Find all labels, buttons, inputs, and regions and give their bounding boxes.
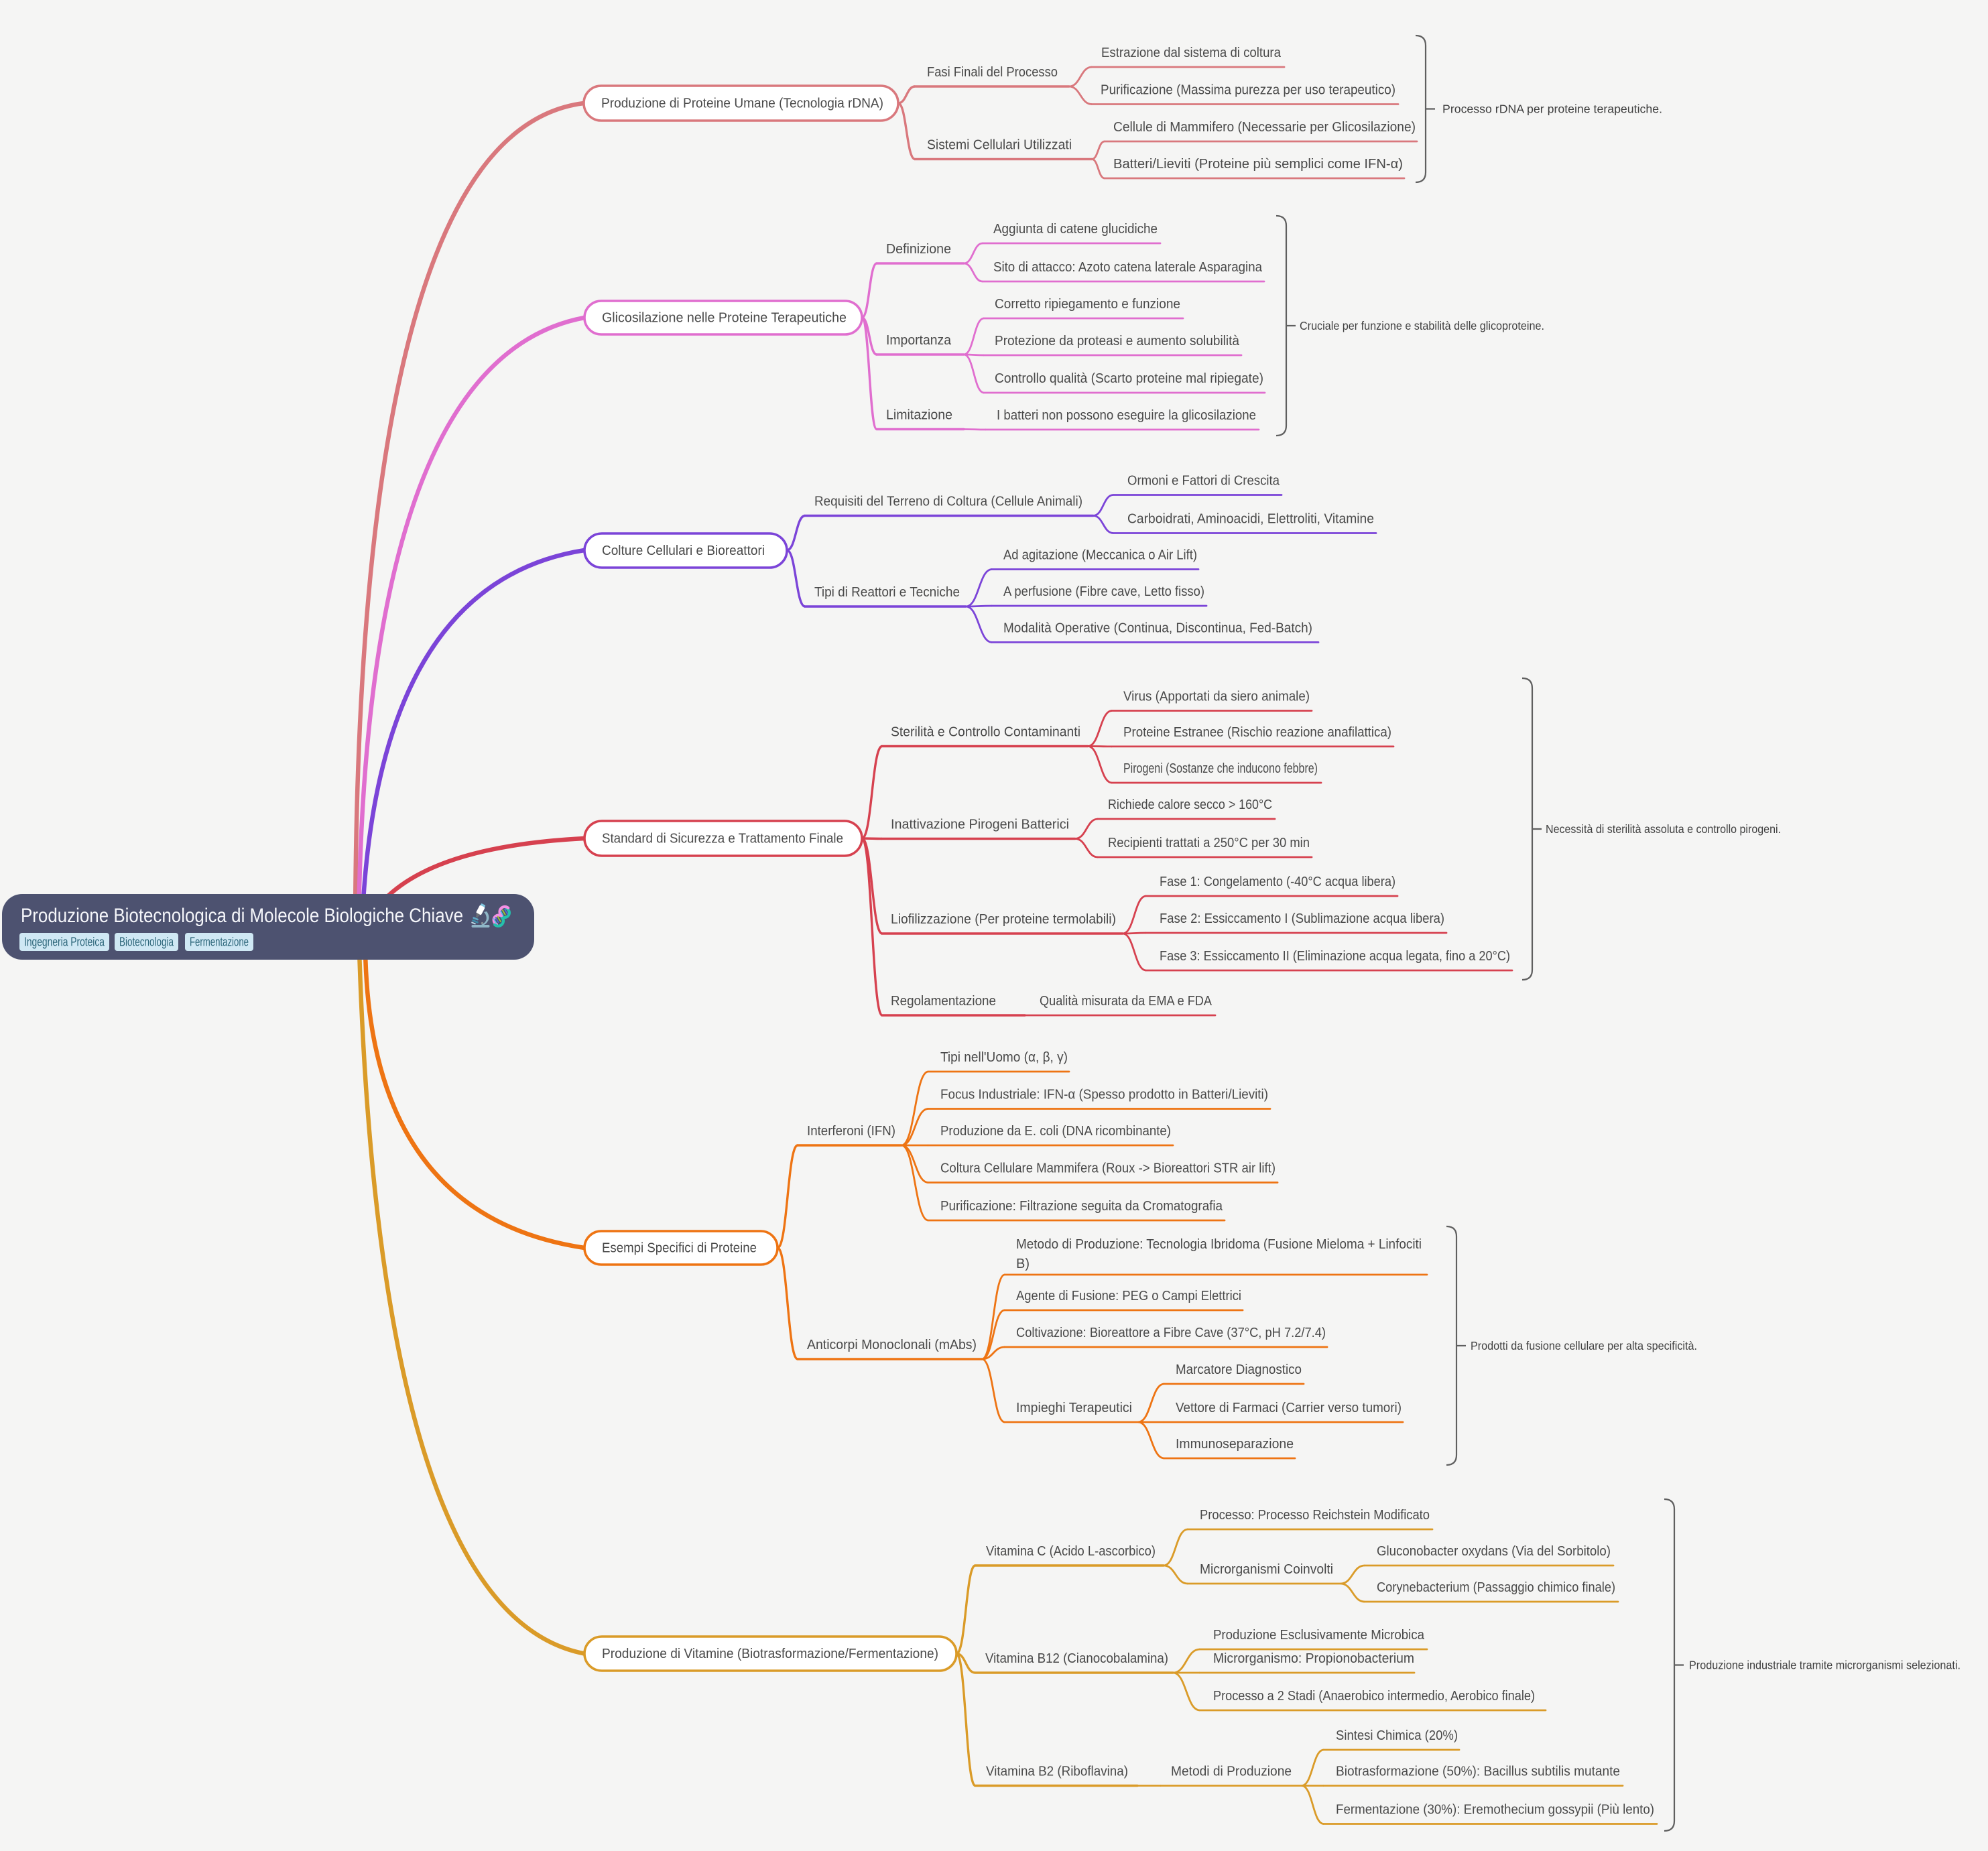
svg-text:Purificazione: Filtrazione seg: Purificazione: Filtrazione seguita da Cr… (940, 1199, 1223, 1214)
svg-text:Liofilizzazione (Per proteine: Liofilizzazione (Per proteine termolabil… (891, 912, 1116, 927)
svg-text:Produzione di Proteine Umane (: Produzione di Proteine Umane (Tecnologia… (601, 97, 883, 111)
svg-text:Microrganismi Coinvolti: Microrganismi Coinvolti (1200, 1562, 1333, 1577)
svg-text:Inattivazione Pirogeni Batteri: Inattivazione Pirogeni Batterici (891, 818, 1069, 832)
svg-text:Immunoseparazione: Immunoseparazione (1176, 1437, 1294, 1452)
svg-text:Produzione Biotecnologica di M: Produzione Biotecnologica di Molecole Bi… (21, 905, 463, 927)
svg-text:Aggiunta di catene glucidiche: Aggiunta di catene glucidiche (993, 222, 1158, 237)
svg-text:Cruciale per funzione e stabil: Cruciale per funzione e stabilità delle … (1300, 319, 1544, 332)
svg-text:Limitazione: Limitazione (886, 408, 952, 423)
svg-text:B): B) (1016, 1257, 1030, 1271)
svg-text:I batteri non possono eseguire: I batteri non possono eseguire la glicos… (997, 408, 1256, 423)
svg-text:Importanza: Importanza (886, 333, 952, 348)
svg-text:Vitamina B12 (Cianocobalamina): Vitamina B12 (Cianocobalamina) (985, 1651, 1168, 1666)
svg-text:Anticorpi Monoclonali (mAbs): Anticorpi Monoclonali (mAbs) (807, 1338, 977, 1352)
svg-text:Coltivazione: Bioreattore a Fi: Coltivazione: Bioreattore a Fibre Cave (… (1016, 1326, 1326, 1340)
svg-text:Pirogeni (Sostanze che inducon: Pirogeni (Sostanze che inducono febbre) (1123, 761, 1318, 776)
svg-text:Metodi di Produzione: Metodi di Produzione (1171, 1765, 1292, 1779)
svg-text:Agente di Fusione: PEG o Campi: Agente di Fusione: PEG o Campi Elettrici (1016, 1289, 1241, 1303)
svg-text:Fase 1: Congelamento (-40°C ac: Fase 1: Congelamento (-40°C acqua libera… (1160, 875, 1395, 889)
svg-text:Fase 2: Essiccamento I (Sublim: Fase 2: Essiccamento I (Sublimazione acq… (1160, 911, 1444, 926)
svg-text:Produzione di Vitamine (Biotra: Produzione di Vitamine (Biotrasformazion… (602, 1647, 938, 1661)
svg-text:Qualità misurata da EMA e FDA: Qualità misurata da EMA e FDA (1040, 994, 1213, 1009)
svg-text:Interferoni (IFN): Interferoni (IFN) (807, 1124, 895, 1139)
svg-text:Protezione da proteasi e aumen: Protezione da proteasi e aumento solubil… (995, 334, 1240, 348)
svg-text:Controllo qualità (Scarto prot: Controllo qualità (Scarto proteine mal r… (995, 371, 1263, 386)
svg-text:Gluconobacter oxydans (Via del: Gluconobacter oxydans (Via del Sorbitolo… (1377, 1544, 1611, 1559)
svg-text:Produzione industriale tramite: Produzione industriale tramite microrgan… (1689, 1659, 1961, 1672)
svg-text:Produzione Esclusivamente Micr: Produzione Esclusivamente Microbica (1213, 1628, 1425, 1643)
svg-text:Recipienti trattati a 250°C pe: Recipienti trattati a 250°C per 30 min (1108, 836, 1310, 850)
svg-text:Estrazione dal sistema di colt: Estrazione dal sistema di coltura (1101, 46, 1282, 60)
svg-text:Richiede calore secco > 160°C: Richiede calore secco > 160°C (1108, 797, 1272, 812)
svg-text:Processo: Processo Reichstein: Processo: Processo Reichstein Modificato (1200, 1508, 1430, 1523)
svg-text:Cellule di Mammifero (Necessar: Cellule di Mammifero (Necessarie per Gli… (1113, 120, 1416, 135)
svg-text:Tipi di Reattori e Tecniche: Tipi di Reattori e Tecniche (814, 585, 960, 600)
svg-text:Batteri/Lieviti (Proteine più: Batteri/Lieviti (Proteine più semplici c… (1113, 157, 1403, 172)
svg-text:Focus Industriale: IFN-α (Spes: Focus Industriale: IFN-α (Spesso prodott… (940, 1088, 1268, 1102)
svg-text:Vitamina B2 (Riboflavina): Vitamina B2 (Riboflavina) (986, 1765, 1128, 1779)
svg-text:Requisiti del Terreno di Coltu: Requisiti del Terreno di Coltura (Cellul… (814, 495, 1082, 509)
svg-text:Corretto ripiegamento e funzio: Corretto ripiegamento e funzione (995, 297, 1180, 312)
svg-text:Produzione da E. coli (DNA ric: Produzione da E. coli (DNA ricombinante) (940, 1124, 1171, 1139)
svg-text:Metodo di Produzione: Tecnolog: Metodo di Produzione: Tecnologia Ibridom… (1016, 1237, 1422, 1252)
svg-text:Virus (Apportati da siero anim: Virus (Apportati da siero animale) (1123, 690, 1310, 704)
svg-text:Processo rDNA per proteine ter: Processo rDNA per proteine terapeutiche. (1442, 103, 1662, 116)
svg-text:Necessità di sterilità assolut: Necessità di sterilità assoluta e contro… (1546, 822, 1781, 836)
svg-text:Esempi Specifici di Proteine: Esempi Specifici di Proteine (602, 1241, 757, 1256)
svg-text:Fasi Finali del Processo: Fasi Finali del Processo (927, 65, 1058, 80)
svg-text:Glicosilazione nelle Proteine: Glicosilazione nelle Proteine Terapeutic… (602, 311, 847, 326)
svg-text:Biotecnologia: Biotecnologia (119, 935, 174, 949)
svg-text:A perfusione (Fibre cave, Lett: A perfusione (Fibre cave, Letto fisso) (1003, 584, 1204, 599)
svg-text:Purificazione (Massima purezza: Purificazione (Massima purezza per uso t… (1101, 83, 1395, 98)
svg-text:Impieghi Terapeutici: Impieghi Terapeutici (1016, 1401, 1132, 1415)
svg-text:Sito di attacco: Azoto catena: Sito di attacco: Azoto catena laterale A… (993, 260, 1263, 275)
svg-text:Ingegneria Proteica: Ingegneria Proteica (24, 935, 105, 949)
svg-text:Regolamentazione: Regolamentazione (891, 994, 996, 1009)
svg-text:Ormoni e Fattori di Crescita: Ormoni e Fattori di Crescita (1127, 474, 1280, 489)
svg-text:Vettore di Farmaci (Carrier ve: Vettore di Farmaci (Carrier verso tumori… (1176, 1401, 1402, 1415)
svg-text:Fase 3: Essiccamento II (Elimi: Fase 3: Essiccamento II (Eliminazione ac… (1160, 949, 1510, 964)
svg-text:Definizione: Definizione (886, 242, 951, 257)
svg-text:Carboidrati, Aminoacidi, Elett: Carboidrati, Aminoacidi, Elettroliti, Vi… (1127, 512, 1374, 527)
svg-text:Proteine Estranee (Rischio rea: Proteine Estranee (Rischio reazione anaf… (1123, 725, 1391, 740)
svg-text:Vitamina C (Acido L-ascorbico): Vitamina C (Acido L-ascorbico) (986, 1544, 1156, 1559)
svg-text:Corynebacterium (Passaggio chi: Corynebacterium (Passaggio chimico final… (1377, 1580, 1615, 1595)
svg-text:Sterilità e Controllo Contamin: Sterilità e Controllo Contaminanti (891, 725, 1080, 740)
svg-text:Standard di Sicurezza e Tratta: Standard di Sicurezza e Trattamento Fina… (602, 832, 843, 846)
svg-text:Marcatore Diagnostico: Marcatore Diagnostico (1176, 1362, 1302, 1377)
svg-text:Modalità Operative (Continua,: Modalità Operative (Continua, Discontinu… (1003, 621, 1312, 635)
svg-text:Fermentazione: Fermentazione (190, 935, 249, 949)
svg-text:Colture Cellulari e Bioreattor: Colture Cellulari e Bioreattori (602, 544, 765, 558)
svg-text:Tipi nell'Uomo (α, β, γ): Tipi nell'Uomo (α, β, γ) (940, 1050, 1068, 1065)
svg-text:Prodotti da fusione cellulare: Prodotti da fusione cellulare per alta s… (1471, 1339, 1697, 1352)
svg-text:Microrganismo: Propionobacteri: Microrganismo: Propionobacterium (1213, 1651, 1414, 1666)
svg-text:Ad agitazione (Meccanica o Air: Ad agitazione (Meccanica o Air Lift) (1003, 548, 1197, 563)
svg-text:Sintesi Chimica (20%): Sintesi Chimica (20%) (1336, 1728, 1458, 1743)
svg-text:Processo a 2 Stadi (Anaerobico: Processo a 2 Stadi (Anaerobico intermedi… (1213, 1689, 1535, 1704)
svg-text:Fermentazione (30%): Eremothec: Fermentazione (30%): Eremothecium gossyp… (1336, 1803, 1654, 1817)
svg-text:Biotrasformazione (50%): Bacil: Biotrasformazione (50%): Bacillus subtil… (1336, 1765, 1620, 1779)
svg-text:Coltura Cellulare Mammifera (R: Coltura Cellulare Mammifera (Roux -> Bio… (940, 1161, 1276, 1176)
svg-text:Sistemi Cellulari Utilizzati: Sistemi Cellulari Utilizzati (927, 138, 1072, 153)
